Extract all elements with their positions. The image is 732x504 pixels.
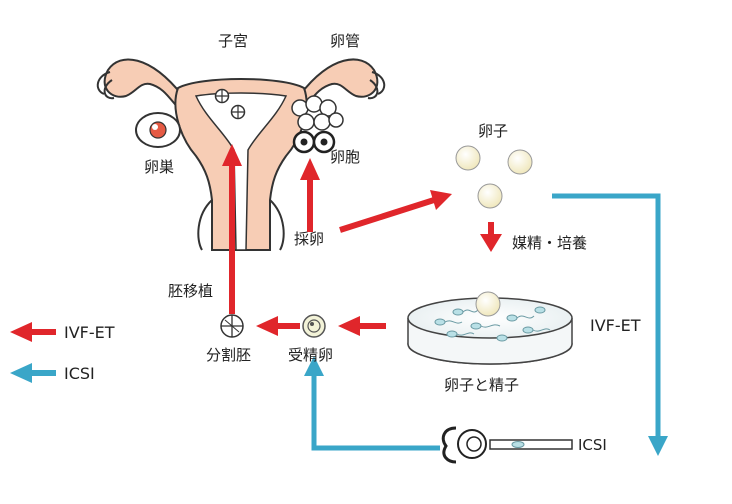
label-follicle: 卵胞 bbox=[330, 148, 361, 166]
label-fertilized-egg: 受精卵 bbox=[288, 346, 334, 364]
egg-in-dish bbox=[475, 291, 501, 317]
sperm-cells bbox=[434, 306, 551, 342]
uterine-cavity bbox=[194, 92, 288, 251]
label-ovary: 卵巣 bbox=[144, 158, 175, 176]
icsi-micromanipulation-icon bbox=[441, 426, 573, 464]
legend-label-icsi: ICSI bbox=[64, 364, 95, 383]
right-fallopian-tube bbox=[299, 58, 379, 115]
ivf-arrows bbox=[222, 144, 502, 336]
arrow-to-eggs bbox=[339, 190, 452, 233]
legend-icsi-arrow bbox=[10, 363, 56, 383]
cleaved-embryo-icon bbox=[220, 314, 244, 338]
arrow-icsi-to-fertilized bbox=[311, 372, 440, 451]
retrieved-eggs bbox=[455, 145, 533, 209]
label-cleaved-embryo: 分割胚 bbox=[206, 346, 252, 364]
label-fallopian-tube: 卵管 bbox=[330, 32, 361, 50]
arrow-retrieval-up bbox=[307, 176, 313, 232]
arrow-eggs-to-icsi bbox=[552, 193, 661, 440]
label-icsi-step: ICSI bbox=[578, 436, 607, 454]
left-fallopian-tube bbox=[103, 58, 183, 115]
legend-label-ivf-et: IVF-ET bbox=[64, 323, 115, 342]
right-fimbriae bbox=[367, 71, 386, 100]
label-uterus: 子宮 bbox=[218, 32, 249, 50]
legend bbox=[10, 322, 56, 383]
arrow-dish-to-fertilized bbox=[338, 316, 386, 336]
ovary-follicle-red bbox=[149, 121, 167, 139]
label-egg: 卵子 bbox=[478, 122, 509, 140]
egg-2 bbox=[507, 149, 533, 175]
fertilized-egg-icon bbox=[302, 314, 326, 338]
arrow-embryo-transfer bbox=[229, 162, 235, 314]
egg-3 bbox=[477, 183, 503, 209]
arrow-fertilized-to-cleaved bbox=[256, 316, 300, 336]
label-egg-and-sperm: 卵子と精子 bbox=[444, 376, 520, 394]
label-ivf-et-dish: IVF-ET bbox=[590, 316, 641, 335]
petri-dish bbox=[407, 291, 573, 365]
legend-ivf-et-arrow bbox=[10, 322, 56, 342]
follicle-cluster bbox=[291, 95, 344, 154]
left-fimbriae bbox=[96, 71, 115, 100]
vaginal-canal bbox=[197, 199, 285, 251]
label-insemination-culture: 媒精・培養 bbox=[512, 234, 588, 252]
label-egg-retrieval: 採卵 bbox=[294, 230, 325, 248]
label-embryo-transfer: 胚移植 bbox=[168, 282, 214, 300]
icsi-arrows bbox=[304, 193, 668, 456]
egg-1 bbox=[455, 145, 481, 171]
arrow-insemination-down bbox=[480, 222, 502, 252]
